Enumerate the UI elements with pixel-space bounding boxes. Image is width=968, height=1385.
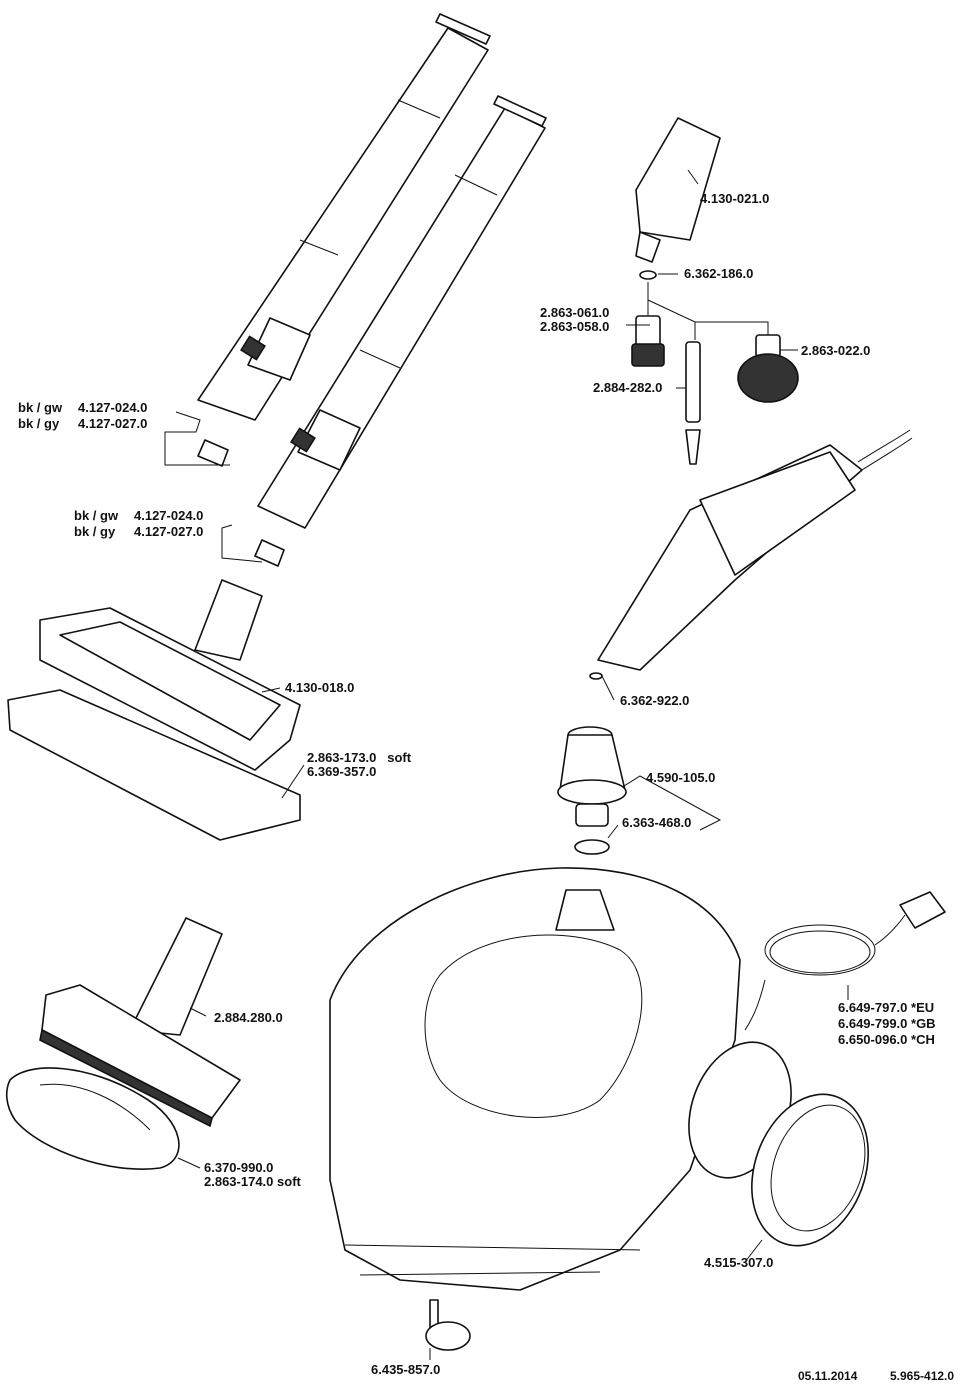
label-gun-oring: 6.362-922.0 [620, 693, 690, 708]
label-terry-1: 6.370-990.0 [204, 1160, 274, 1175]
floor-nozzle [7, 579, 301, 841]
caster-wheel [425, 1299, 471, 1351]
power-cord [744, 891, 946, 1031]
label-brush-small-1: 2.863-061.0 [540, 305, 610, 320]
spot-nozzle [635, 117, 721, 280]
label-tube-2: bk / gw 4.127-024.0 bk / gy 4.127-027.0 [74, 508, 203, 540]
footer-date: 05.11.2014 [798, 1369, 858, 1383]
label-wheel: 4.515-307.0 [704, 1255, 774, 1270]
label-tube-1: bk / gw 4.127-024.0 bk / gy 4.127-027.0 [18, 400, 147, 432]
label-safety-cap: 4.590-105.0 [646, 770, 716, 785]
label-power-cord-gb: 6.649-799.0 *GB [838, 1016, 936, 1031]
wheels [688, 1041, 869, 1247]
label-cap-seal: 6.363-468.0 [622, 815, 692, 830]
label-nozzle: 4.130-021.0 [700, 191, 770, 206]
label-brush-small-2: 2.863-058.0 [540, 319, 610, 334]
label-power-cord-eu: 6.649-797.0 *EU [838, 1000, 935, 1015]
label-brush-round: 2.863-022.0 [801, 343, 871, 358]
safety-cap [557, 726, 722, 855]
label-cloth-2: 6.369-357.0 [307, 764, 377, 779]
label-tube-1-color-2: bk / gy [18, 416, 60, 431]
label-floor-nozzle: 4.130-018.0 [285, 680, 355, 695]
label-terry-2: 2.863-174.0 soft [204, 1174, 301, 1190]
leader-lines [164, 169, 849, 1360]
steam-cleaner-body [329, 867, 741, 1291]
label-tube-1-part-2: 4.127-027.0 [78, 416, 148, 431]
label-tube-1-color-1: bk / gw [18, 400, 63, 415]
footer-doc-number: 5.965-412.0 [890, 1369, 955, 1383]
label-cloth-1: 2.863-173.0 soft [307, 750, 411, 766]
label-tube-2-part-1: 4.127-024.0 [134, 508, 204, 523]
label-power-cord-ch: 6.650-096.0 *CH [838, 1032, 935, 1047]
label-terry-2-part: 2.863-174.0 [204, 1174, 274, 1189]
label-tube-2-color-2: bk / gy [74, 524, 116, 539]
label-caster: 6.435-857.0 [371, 1362, 441, 1377]
extension-tube-2 [254, 95, 547, 567]
label-cloth-1-part: 2.863-173.0 [307, 750, 377, 765]
label-hand-nozzle: 2.884.280.0 [214, 1010, 283, 1025]
label-tube-1-part-1: 4.127-024.0 [78, 400, 148, 415]
hand-nozzle [39, 917, 241, 1128]
label-tube-2-color-1: bk / gw [74, 508, 119, 523]
extension-tube-1 [197, 13, 491, 467]
label-oring-small: 6.362-186.0 [684, 266, 754, 281]
terry-cloth [5, 1067, 180, 1170]
label-detail-nozzle: 2.884-282.0 [593, 380, 663, 395]
label-cloth-1-note: soft [387, 750, 412, 765]
label-tube-2-part-2: 4.127-027.0 [134, 524, 204, 539]
label-terry-2-note: soft [277, 1174, 301, 1189]
label-power-cords: 6.649-797.0 *EU 6.649-799.0 *GB 6.650-09… [838, 1000, 936, 1048]
steam-gun [589, 429, 913, 680]
brushes [631, 282, 799, 465]
